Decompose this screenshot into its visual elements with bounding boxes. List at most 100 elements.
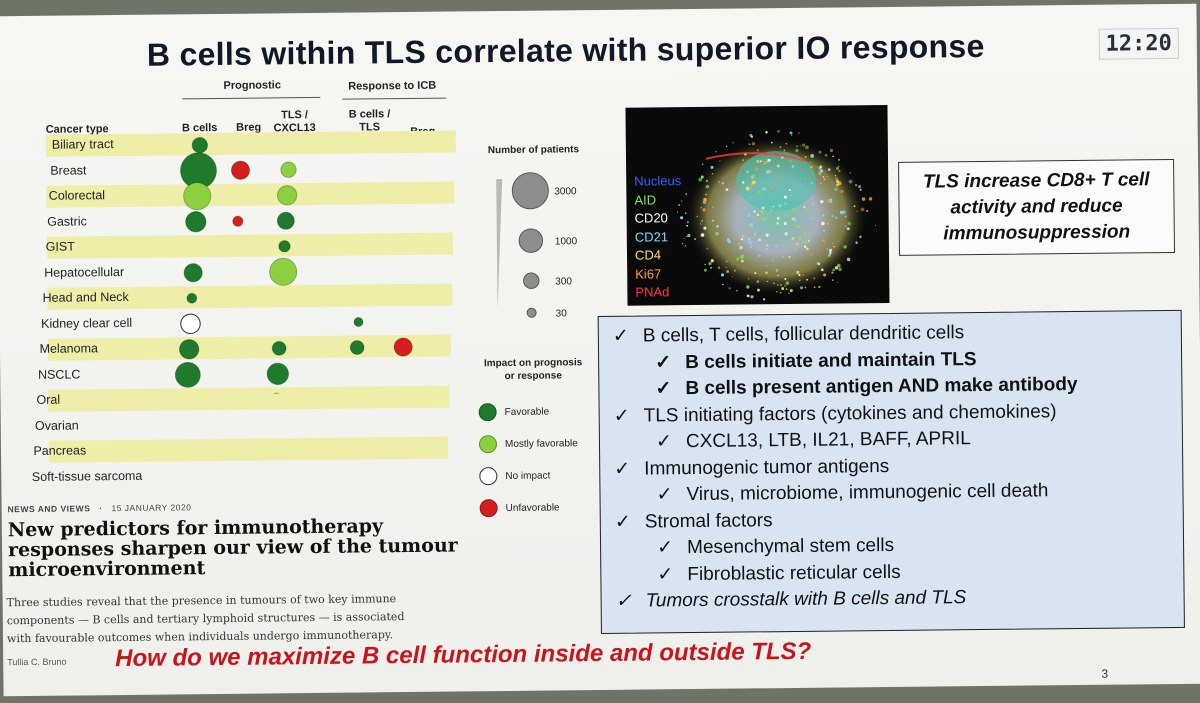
bubble xyxy=(280,161,297,178)
cell-speckle xyxy=(758,215,761,219)
cell-speckle xyxy=(708,261,712,266)
cell-speckle xyxy=(796,242,799,245)
cell-speckle xyxy=(854,184,858,187)
bullet-text: B cells, T cells, follicular dendritic c… xyxy=(642,322,965,347)
cell-speckle xyxy=(698,177,703,182)
checkmark-icon: ✓ xyxy=(656,537,674,559)
news-section: NEWS AND VIEWS xyxy=(7,503,91,515)
cell-speckle xyxy=(684,245,687,247)
cell-speckle xyxy=(751,180,756,185)
bullet-text: Immunogenic tumor antigens xyxy=(644,455,890,480)
cell-speckle xyxy=(780,292,782,294)
cell-speckle xyxy=(705,193,707,196)
cell-speckle xyxy=(778,176,781,179)
cell-speckle xyxy=(791,165,795,168)
cell-speckle xyxy=(717,266,721,269)
cell-speckle xyxy=(846,257,851,262)
cell-speckle xyxy=(829,148,834,153)
cell-speckle xyxy=(746,170,749,174)
cell-speckle xyxy=(813,277,816,280)
cell-speckle xyxy=(781,156,784,159)
cell-speckle xyxy=(829,251,832,255)
cell-speckle xyxy=(710,266,713,269)
cell-speckle xyxy=(803,205,806,209)
cell-speckle xyxy=(805,145,809,150)
cell-speckle xyxy=(725,260,728,263)
cell-speckle xyxy=(780,283,783,287)
slide: B cells within TLS correlate with superi… xyxy=(0,3,1200,697)
cell-speckle xyxy=(733,269,736,272)
bubble xyxy=(349,340,365,355)
cell-speckle xyxy=(781,255,785,258)
cell-speckle xyxy=(806,278,808,281)
cell-speckle xyxy=(826,175,829,178)
cell-speckle xyxy=(749,223,754,227)
cell-speckle xyxy=(701,220,703,222)
cell-speckle xyxy=(759,160,762,163)
cell-speckle xyxy=(756,159,760,163)
cell-speckle xyxy=(766,170,770,174)
cell-speckle xyxy=(838,169,841,173)
size-legend-wedge xyxy=(496,179,503,310)
cell-speckle xyxy=(820,268,824,272)
cell-speckle xyxy=(829,200,833,204)
checkmark-icon: ✓ xyxy=(613,405,630,427)
bullet-text: Stromal factors xyxy=(644,509,773,533)
cell-speckle xyxy=(853,205,856,208)
cell-speckle xyxy=(775,290,778,293)
cell-speckle xyxy=(826,210,829,212)
cell-speckle xyxy=(702,208,706,212)
cell-speckle xyxy=(794,224,797,228)
cell-speckle xyxy=(751,142,755,146)
cell-speckle xyxy=(784,277,787,280)
cell-speckle xyxy=(776,221,780,225)
cell-speckle xyxy=(783,195,787,199)
cell-speckle xyxy=(694,238,697,241)
cell-speckle xyxy=(701,163,704,166)
cell-speckle xyxy=(725,266,727,269)
cell-speckle xyxy=(807,240,810,243)
cell-speckle xyxy=(787,215,790,217)
bubble xyxy=(186,292,198,304)
cell-speckle xyxy=(766,280,768,283)
cell-speckle xyxy=(789,131,793,135)
cell-speckle xyxy=(726,270,729,273)
cell-speckle xyxy=(710,259,714,263)
cell-speckle xyxy=(761,196,763,198)
bubble xyxy=(183,182,212,211)
cell-speckle xyxy=(775,242,777,244)
cell-speckle xyxy=(725,188,729,192)
cell-speckle xyxy=(788,255,791,259)
cell-speckle xyxy=(784,285,786,287)
cell-speckle xyxy=(819,165,823,169)
cell-speckle xyxy=(836,281,839,284)
cell-speckle xyxy=(770,186,774,190)
cell-speckle xyxy=(766,216,768,218)
author-credit: Tullia C. Bruno xyxy=(7,656,67,668)
bubble xyxy=(174,361,201,388)
callout-box: TLS increase CD8+ T cell activity and re… xyxy=(898,158,1176,256)
cell-speckle xyxy=(756,149,759,152)
legend-label: Favorable xyxy=(504,406,550,418)
cell-speckle xyxy=(785,221,788,224)
bubble xyxy=(271,340,287,356)
cell-speckle xyxy=(705,184,710,189)
channel-label: CD21 xyxy=(634,228,669,245)
cell-speckle xyxy=(762,187,766,191)
cell-speckle xyxy=(777,274,779,277)
cell-speckle xyxy=(798,279,801,282)
cell-speckle xyxy=(757,254,761,257)
cell-speckle xyxy=(747,278,750,280)
cell-speckle xyxy=(686,224,689,227)
bullet-text: CXCL13, LTB, IL21, BAFF, APRIL xyxy=(685,428,971,453)
bubble xyxy=(191,136,209,154)
cell-speckle xyxy=(822,239,825,242)
cell-speckle xyxy=(789,289,793,293)
cell-speckle xyxy=(794,248,797,251)
cell-speckle xyxy=(748,238,751,241)
cell-speckle xyxy=(774,244,778,248)
cell-speckle xyxy=(818,150,822,154)
channel-label: CD4 xyxy=(634,247,662,263)
cell-speckle xyxy=(749,246,752,249)
cell-speckle xyxy=(838,165,840,168)
